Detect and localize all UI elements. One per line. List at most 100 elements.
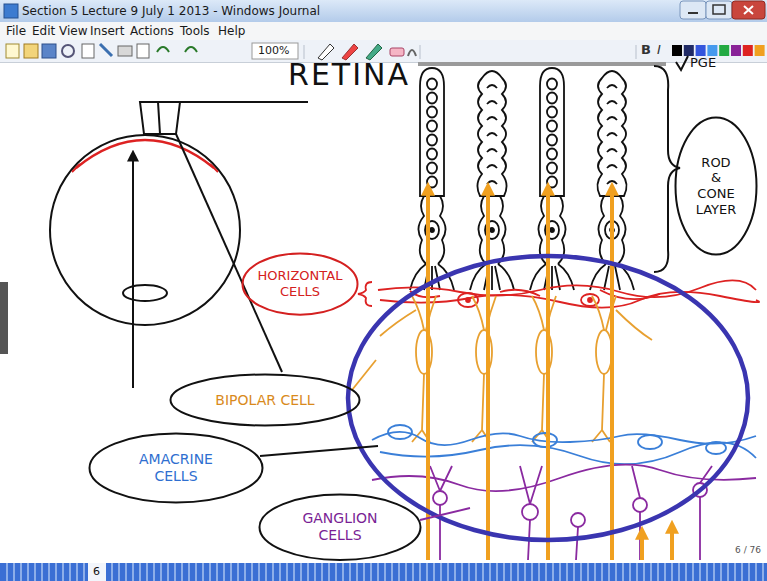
callout-text: ROD & CONE LAYER <box>696 155 737 217</box>
tool-bar <box>684 45 694 56</box>
italic-button: I <box>657 42 661 58</box>
tool-bar <box>696 45 706 56</box>
ganglion-cell <box>633 498 647 512</box>
eye-sketch <box>50 102 308 388</box>
title-bar <box>744 6 753 14</box>
page-number: 6 <box>93 565 100 578</box>
title-bar <box>680 1 706 19</box>
tool-bar <box>82 44 94 58</box>
ganglion-cell <box>571 513 585 527</box>
toolbar-shadow <box>418 62 666 66</box>
horizontal-cell <box>410 290 660 299</box>
cell-callout: HORIZONTAL CELLS <box>241 252 359 316</box>
horizontal-cell <box>358 282 372 306</box>
signal-arrow <box>426 186 430 560</box>
amacrine-cell <box>388 425 412 439</box>
horizontal-cell <box>466 298 470 302</box>
eye-sketch <box>50 135 240 325</box>
callout-text: AMACRINE CELLS <box>139 451 213 485</box>
side-tab <box>0 282 8 354</box>
window-title: Section 5 Lecture 9 July 1 2013 - Window… <box>22 4 320 18</box>
menu-item: Edit <box>32 24 55 38</box>
cell-callout: AMACRINE CELLS <box>88 432 264 504</box>
bipolar-cell <box>532 296 556 442</box>
amacrine-cell <box>706 442 726 454</box>
menu-item: Tools <box>180 24 210 38</box>
tool-bar <box>672 45 682 56</box>
leader-line <box>260 446 378 456</box>
tool-bar <box>157 47 169 52</box>
title-bar <box>713 5 725 14</box>
ganglion-cell <box>440 497 700 560</box>
menu-bar <box>0 22 767 40</box>
eye-sketch <box>76 140 214 168</box>
eye-sketch <box>180 101 308 103</box>
tool-bar <box>743 45 753 56</box>
cell-callout: GANGLION CELLS <box>258 493 422 561</box>
tool-bar <box>304 45 636 59</box>
tool-bar <box>252 43 298 59</box>
menu-item: Insert <box>90 24 124 38</box>
amacrine-cell <box>533 433 557 447</box>
signal-arrow <box>428 186 672 560</box>
side-tab <box>0 282 8 354</box>
callout-text: BIPOLAR CELL <box>215 392 314 409</box>
page-navigator <box>7 563 763 581</box>
tool-bar <box>707 45 717 56</box>
signal-arrow <box>610 186 614 560</box>
title-bar <box>688 12 698 14</box>
signal-arrow <box>640 530 644 560</box>
callout-ellipse <box>242 253 357 314</box>
tool-bar <box>42 44 56 58</box>
leader-line <box>352 360 376 390</box>
page-navigator <box>0 563 767 581</box>
layer-bracket <box>654 56 688 272</box>
diagram-title: RETINA <box>288 57 410 93</box>
menu-item: Actions <box>130 24 174 38</box>
callout-ellipse <box>676 118 757 255</box>
tool-bar <box>118 46 132 56</box>
tool-bar <box>408 50 416 56</box>
page-count: 6 / 76 <box>735 545 761 556</box>
signal-arrow <box>486 186 490 560</box>
menu-item: View <box>59 24 87 38</box>
leader-line <box>420 508 470 520</box>
eye-sketch <box>140 102 180 134</box>
bold-button: B <box>641 42 651 58</box>
title-bar <box>706 1 732 19</box>
eye-sketch <box>72 164 218 172</box>
photoreceptor <box>410 68 454 290</box>
eye-sketch <box>132 152 134 388</box>
ganglion-cell <box>522 504 538 520</box>
eye-sketch <box>123 285 167 301</box>
toolbar-shadow <box>418 64 666 65</box>
tool-bar <box>137 44 149 58</box>
zoom-value: 100% <box>258 44 289 57</box>
region-circle <box>348 256 748 540</box>
callout-ellipse <box>171 375 360 426</box>
bipolar-cell <box>596 330 612 374</box>
title-bar <box>0 0 767 22</box>
callout-text: HORIZONTAL CELLS <box>258 268 343 299</box>
signal-arrow <box>670 524 674 560</box>
ganglion-cell <box>433 491 447 505</box>
callout-ellipse <box>90 434 263 503</box>
tool-bar <box>6 44 19 58</box>
tool-bar <box>100 44 112 56</box>
bracket-note: PGE <box>690 55 716 71</box>
tool-bar <box>719 45 729 56</box>
tool-bar <box>24 44 38 58</box>
title-bar <box>732 1 765 19</box>
tool-bar <box>731 45 741 56</box>
horizontal-cell <box>588 298 592 302</box>
ganglion-cell <box>430 466 712 504</box>
tool-bar <box>755 45 765 56</box>
eye-sketch <box>158 102 160 134</box>
title-bar <box>4 4 18 18</box>
tool-bar <box>390 48 404 56</box>
bipolar-cell <box>472 296 496 442</box>
tool-bar <box>185 47 197 52</box>
bipolar-cell <box>592 296 652 442</box>
amacrine-cell <box>638 435 662 449</box>
callout-ellipse <box>260 494 421 559</box>
